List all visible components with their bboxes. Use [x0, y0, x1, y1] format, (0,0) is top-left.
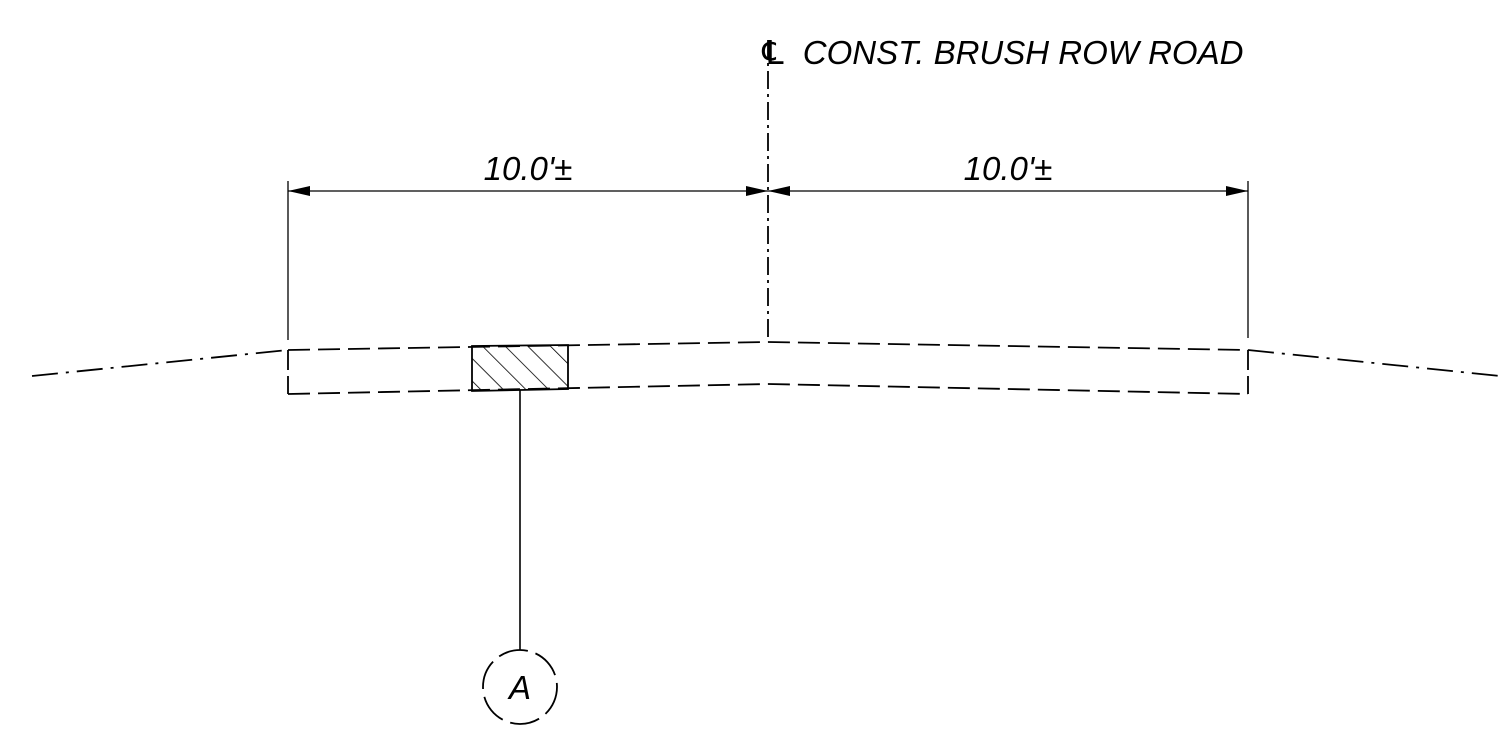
centerline-label-group: ℄ CONST. BRUSH ROW ROAD [758, 34, 1243, 71]
centerline-label: CONST. BRUSH ROW ROAD [803, 34, 1244, 71]
hatched-area [471, 344, 569, 392]
callout-tag: A [507, 669, 531, 706]
existing-ground-right [1247, 349, 1501, 377]
callout-bubble [482, 649, 558, 725]
right-dimension-text: 10.0'± [964, 150, 1053, 187]
arrowhead-right-start [768, 186, 790, 196]
left-dimension-text: 10.0'± [484, 150, 573, 187]
arrowhead-right-end [1226, 186, 1248, 196]
existing-ground-left [31, 349, 289, 377]
pavement-top-surface [287, 341, 1249, 351]
centerline-symbol: ℄ [758, 34, 788, 71]
pavement-bottom-surface [287, 383, 1249, 395]
arrowhead-left-start [288, 186, 310, 196]
arrowhead-left-end [746, 186, 768, 196]
